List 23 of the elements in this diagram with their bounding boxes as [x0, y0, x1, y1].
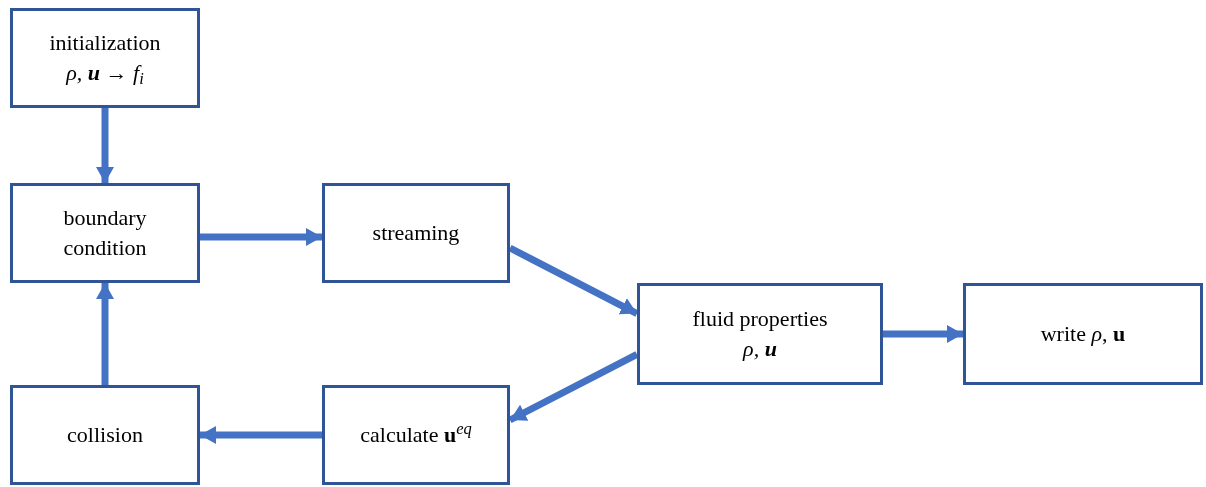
box-label: write ρ, u — [1040, 320, 1126, 348]
arrow — [96, 283, 114, 385]
arrow — [96, 108, 114, 183]
process-box — [10, 8, 200, 108]
box-label: streaming — [372, 219, 460, 247]
process-box — [10, 183, 200, 283]
box-label: calculate u$^{eq}$ — [360, 420, 472, 449]
box-label: fluid properties — [692, 305, 828, 333]
arrow — [508, 351, 639, 424]
process-box — [963, 283, 1203, 385]
process-box — [637, 283, 883, 385]
process-box — [322, 385, 510, 485]
arrow — [883, 325, 963, 343]
formula: ρ, u — [743, 335, 777, 363]
arrow — [200, 426, 322, 444]
box-label: collision — [67, 421, 143, 449]
box-label: initialization — [49, 29, 161, 57]
arrow — [508, 244, 639, 317]
process-box — [322, 183, 510, 283]
process-box — [10, 385, 200, 485]
box-label: boundary condition — [62, 204, 148, 262]
arrow — [200, 228, 322, 246]
formula: ρ, u → f$_{i}$ — [66, 59, 144, 88]
